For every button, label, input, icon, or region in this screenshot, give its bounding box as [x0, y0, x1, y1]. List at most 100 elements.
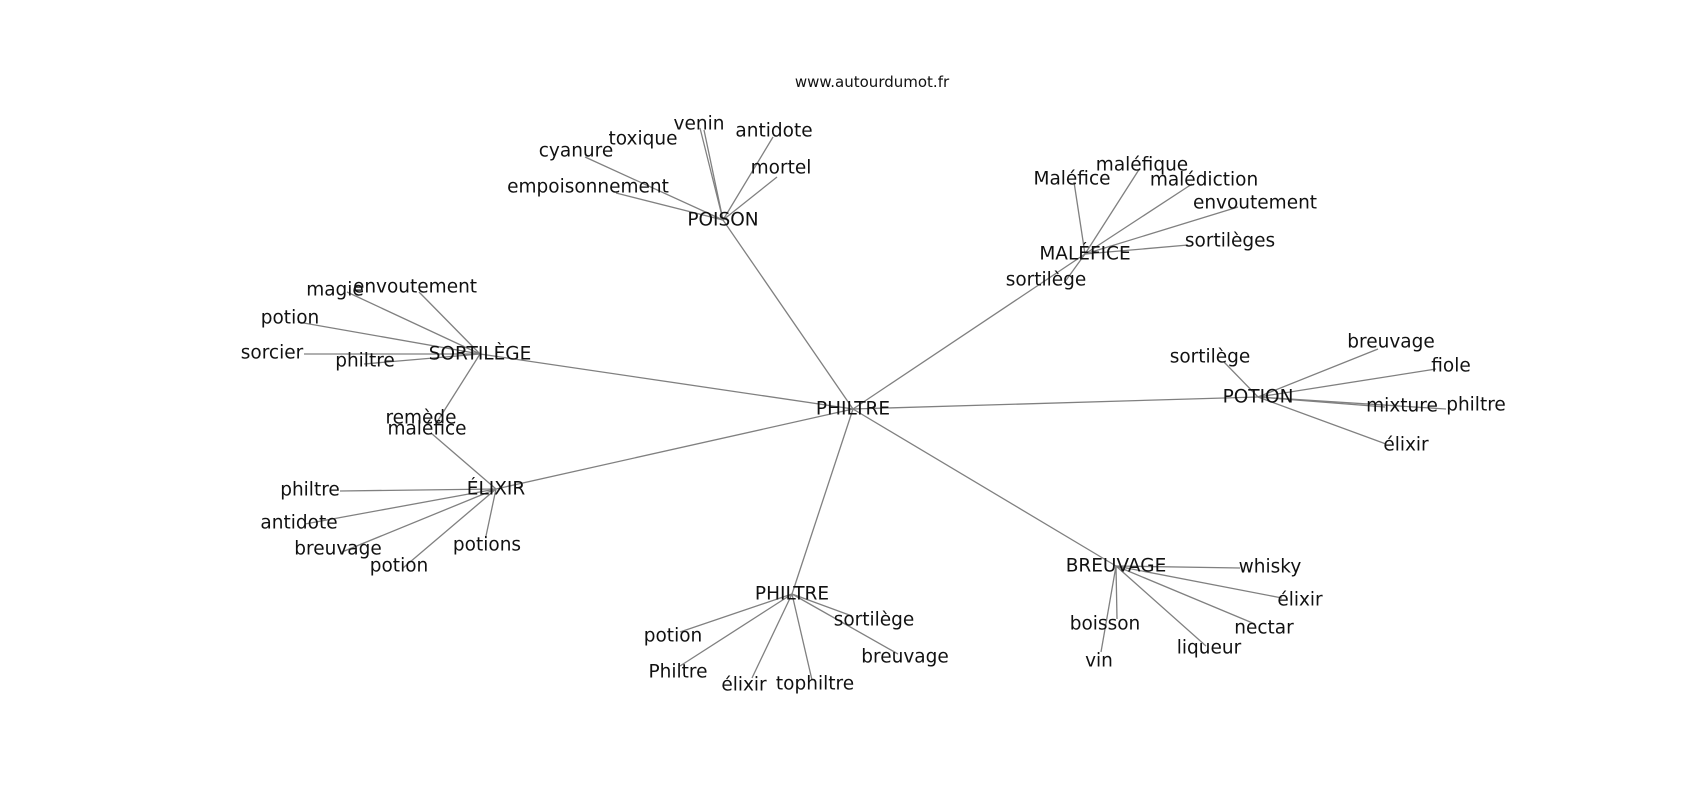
leaf-node-label: potion — [261, 308, 320, 329]
watermark-text: www.autourdumot.fr — [795, 73, 950, 91]
edge-breuvage-leaf — [1115, 565, 1241, 569]
edge-potion-leaf — [1257, 368, 1437, 398]
edge-elixir-leaf — [485, 488, 497, 537]
edge-malefice-leaf — [1084, 167, 1141, 255]
leaf-node-label: philtre — [1446, 395, 1506, 416]
leaf-node-label: Maléfice — [1033, 169, 1110, 190]
leaf-node-label: antidote — [260, 513, 337, 534]
edge-malefice-leaf — [1084, 183, 1193, 255]
edge-potion-leaf — [1223, 361, 1259, 398]
root-node-label: PHILTRE — [816, 399, 890, 420]
leaf-node-label: sortilège — [1170, 347, 1251, 368]
edge-elixir-leaf — [430, 432, 497, 490]
edge-root-breuvage — [852, 408, 1117, 567]
cluster-hub-label-breuvage: BREUVAGE — [1066, 556, 1167, 577]
leaf-node-label: sortilège — [1006, 270, 1087, 291]
leaf-node-label: potions — [453, 535, 521, 556]
leaf-node-label: magie — [306, 280, 364, 301]
edge-potion-leaf — [1257, 396, 1447, 410]
cluster-hub-label-philtre: PHILTRE — [755, 584, 829, 605]
leaf-node-label: breuvage — [1347, 332, 1434, 353]
leaf-node-label: antidote — [735, 121, 812, 142]
edge-root-poison — [722, 219, 854, 410]
leaf-node-label: sorcier — [241, 343, 304, 364]
cluster-hub-label-sortilege: SORTILÈGE — [429, 343, 532, 365]
leaf-node-label: liqueur — [1177, 638, 1242, 659]
leaf-node-label: malédiction — [1150, 170, 1258, 191]
edge-poison-leaf — [722, 176, 778, 221]
cluster-hub-label-malefice: MALÉFICE — [1039, 243, 1130, 265]
leaf-node-label: maléfice — [387, 419, 466, 440]
edge-poison-leaf — [722, 136, 774, 221]
leaf-node-label: breuvage — [294, 539, 381, 560]
edge-elixir-leaf — [304, 488, 497, 525]
leaf-node-label: potion — [370, 556, 429, 577]
edge-sortilege-leaf — [418, 291, 481, 355]
leaf-node-label: venin — [674, 114, 725, 135]
leaf-node-label: élixir — [721, 675, 767, 696]
edge-malefice-leaf — [1073, 181, 1086, 255]
leaf-node-label: maléfique — [1096, 155, 1188, 176]
edge-breuvage-leaf — [1115, 565, 1118, 620]
leaf-node-label: fiole — [1431, 356, 1471, 377]
leaf-node-label: breuvage — [861, 647, 948, 668]
edge-philtre-leaf — [791, 593, 853, 617]
edge-elixir-leaf — [341, 488, 497, 553]
edge-potion-leaf — [1257, 396, 1387, 445]
edge-malefice-leaf — [1084, 206, 1239, 255]
cluster-hub-label-elixir: ÉLIXIR — [467, 478, 526, 500]
edge-philtre-leaf — [751, 593, 793, 679]
leaf-node-label: élixir — [1383, 435, 1429, 456]
edge-philtre-leaf — [679, 593, 793, 633]
leaf-node-label: remède — [385, 408, 456, 429]
cluster-hub-label-potion: POTION — [1223, 387, 1294, 408]
labels-layer: PHILTRE empoisonnement cyanuretoxiquevenin… — [241, 114, 1506, 696]
leaf-node-label: boisson — [1070, 614, 1141, 635]
edge-philtre-leaf — [791, 593, 813, 681]
leaf-node-label: sortilège — [834, 610, 915, 631]
edge-breuvage-leaf — [1115, 565, 1256, 625]
leaf-node-label: envoutement — [353, 277, 477, 298]
leaf-node-label: tophiltre — [776, 674, 854, 695]
leaf-node-label: potion — [644, 626, 703, 647]
edge-sortilege-leaf — [363, 353, 481, 365]
edge-root-elixir — [495, 408, 854, 490]
edge-breuvage-leaf — [1100, 565, 1117, 653]
edge-malefice-leaf — [1063, 253, 1086, 284]
edge-breuvage-leaf — [1115, 565, 1283, 599]
leaf-node-label: philtre — [280, 480, 340, 501]
edge-sortilege-leaf — [297, 321, 481, 355]
edge-philtre-leaf — [791, 593, 899, 655]
cluster-hub-label-poison: POISON — [687, 210, 758, 231]
leaf-node-label: Philtre — [649, 662, 708, 683]
leaf-node-label: cyanure — [539, 141, 614, 162]
edge-root-potion — [852, 396, 1259, 410]
leaf-node-label: sortilèges — [1185, 231, 1275, 252]
edge-elixir-leaf — [339, 488, 497, 492]
edge-elixir-leaf — [402, 488, 497, 569]
edge-breuvage-leaf — [1115, 565, 1207, 647]
edge-poison-leaf — [584, 156, 724, 221]
leaf-node-label: whisky — [1239, 557, 1302, 578]
edge-root-malefice — [852, 253, 1086, 410]
edge-philtre-leaf — [679, 593, 793, 667]
leaf-node-label: élixir — [1277, 590, 1323, 611]
leaf-node-label: nectar — [1234, 618, 1294, 639]
leaf-node-label: vin — [1085, 651, 1113, 672]
leaf-node-label: mortel — [751, 158, 812, 179]
leaf-node-label: toxique — [609, 129, 678, 150]
edge-sortilege-leaf — [436, 353, 481, 423]
edge-poison-leaf — [699, 127, 724, 221]
leaf-node-label: philtre — [335, 351, 395, 372]
edge-root-philtre — [791, 408, 854, 595]
leaf-node-label: envoutement — [1193, 193, 1317, 214]
leaf-node-label: mixture — [1366, 396, 1438, 417]
leaf-node-label: empoisonnement — [507, 177, 669, 198]
edge-malefice-leaf — [1084, 244, 1189, 255]
edges-layer — [297, 127, 1447, 681]
edge-root-sortilege — [479, 353, 854, 410]
edge-potion-leaf — [1257, 348, 1379, 398]
edge-sortilege-leaf — [346, 291, 481, 355]
edge-poison-leaf — [615, 192, 724, 221]
